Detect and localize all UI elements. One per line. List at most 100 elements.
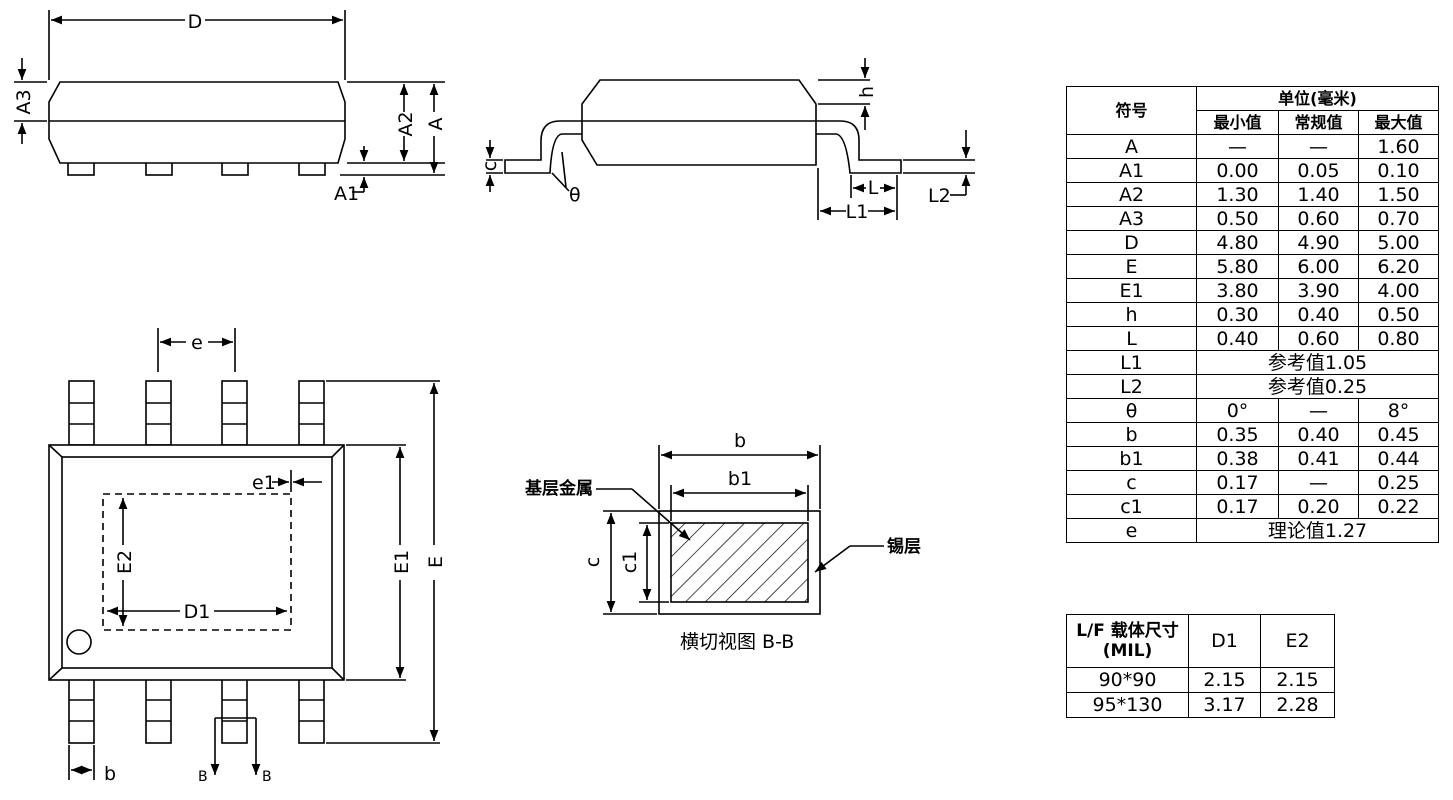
cell-nom: 0.05 (1278, 158, 1359, 183)
dim-label-D: D (188, 11, 203, 33)
cell-sym: A2 (1066, 182, 1197, 207)
header-E2: E2 (1260, 614, 1335, 668)
cell-nom: — (1278, 398, 1359, 423)
dim-label-c-side: c (479, 161, 501, 171)
cell-symbol: L2 (1066, 374, 1197, 399)
cell-max: 5.00 (1358, 230, 1439, 255)
cell-sym: A1 (1066, 158, 1197, 183)
table-row: L2 参考值0.25 (1066, 374, 1439, 399)
cell-nom: 0.40 (1278, 302, 1359, 327)
cell-min: 0° (1196, 398, 1279, 423)
cell-min: — (1196, 134, 1279, 159)
table-row: e 理论值1.27 (1066, 518, 1439, 543)
dim-label-L: L (868, 177, 879, 199)
cell-sym: b (1066, 422, 1197, 447)
section-caption: 横切视图 B-B (680, 631, 794, 653)
cell-sym: E (1066, 254, 1197, 279)
cell-max: 0.45 (1358, 422, 1439, 447)
dim-label-A3: A3 (13, 89, 35, 114)
cell-sym: L (1066, 326, 1197, 351)
cross-section (596, 445, 884, 615)
cell-min: 0.17 (1196, 494, 1279, 519)
dim-label-b-top: b (104, 763, 116, 785)
cell-max: 1.60 (1358, 134, 1439, 159)
cell-max: 0.70 (1358, 206, 1439, 231)
header-nom: 常规值 (1278, 110, 1359, 135)
cell-reference-value: 参考值0.25 (1196, 374, 1439, 399)
header-min: 最小值 (1196, 110, 1279, 135)
cell-max: 0.10 (1358, 158, 1439, 183)
cell-max: 0.25 (1358, 470, 1439, 495)
header-D1: D1 (1188, 614, 1261, 668)
cell-nom: 0.60 (1278, 206, 1359, 231)
header-unit: 单位(毫米) (1196, 86, 1439, 111)
cell-sym: A (1066, 134, 1197, 159)
cell-min: 0.38 (1196, 446, 1279, 471)
header-max: 最大值 (1358, 110, 1439, 135)
cell-min: 0.50 (1196, 206, 1279, 231)
dim-label-A2: A2 (395, 111, 417, 136)
dim-label-b1: b1 (728, 468, 752, 490)
base-metal-label: 基层金属 (524, 478, 593, 499)
cell-min: 0.35 (1196, 422, 1279, 447)
cell-sym: c1 (1066, 494, 1197, 519)
dim-label-e1: e1 (252, 472, 276, 494)
cell-symbol: e (1066, 518, 1197, 543)
cell-min: 0.30 (1196, 302, 1279, 327)
cell-max: 6.20 (1358, 254, 1439, 279)
dim-label-c1: c1 (619, 551, 641, 574)
cell-min: 0.00 (1196, 158, 1279, 183)
cell-size: 95*130 (1066, 692, 1189, 718)
dim-label-c-section: c (582, 557, 604, 567)
cell-min: 0.17 (1196, 470, 1279, 495)
dim-label-h: h (856, 86, 878, 98)
header-symbol: 符号 (1066, 86, 1197, 135)
cell-max: 4.00 (1358, 278, 1439, 303)
dim-label-D1: D1 (184, 601, 211, 623)
cell-nom: — (1278, 470, 1359, 495)
cell-max: 8° (1358, 398, 1439, 423)
cell-D1: 3.17 (1188, 692, 1261, 718)
cell-min: 5.80 (1196, 254, 1279, 279)
top-view (48, 328, 440, 780)
cell-nom: 0.20 (1278, 494, 1359, 519)
dim-label-b-section: b (734, 430, 746, 452)
dim-label-L2: L2 (928, 185, 951, 207)
cell-max: 1.50 (1358, 182, 1439, 207)
side-view (485, 58, 975, 220)
header-lf-size: L/F 载体尺寸 (MIL) (1066, 614, 1189, 668)
cell-nom: — (1278, 134, 1359, 159)
cell-nom: 0.40 (1278, 422, 1359, 447)
cell-min: 1.30 (1196, 182, 1279, 207)
cell-sym: D (1066, 230, 1197, 255)
cell-max: 0.50 (1358, 302, 1439, 327)
cell-sym: c (1066, 470, 1197, 495)
cell-nom: 6.00 (1278, 254, 1359, 279)
cell-sym: A3 (1066, 206, 1197, 231)
cell-min: 4.80 (1196, 230, 1279, 255)
cell-sym: b1 (1066, 446, 1197, 471)
cell-theoretical-value: 理论值1.27 (1196, 518, 1439, 543)
cell-nom: 1.40 (1278, 182, 1359, 207)
cell-nom: 0.60 (1278, 326, 1359, 351)
cell-min: 3.80 (1196, 278, 1279, 303)
dim-label-E1: E1 (391, 550, 413, 574)
dim-label-E2: E2 (114, 550, 136, 574)
cell-E2: 2.15 (1260, 667, 1335, 693)
cell-symbol: L1 (1066, 350, 1197, 375)
package-drawing: D A3 A2 A A1 (13, 10, 975, 785)
